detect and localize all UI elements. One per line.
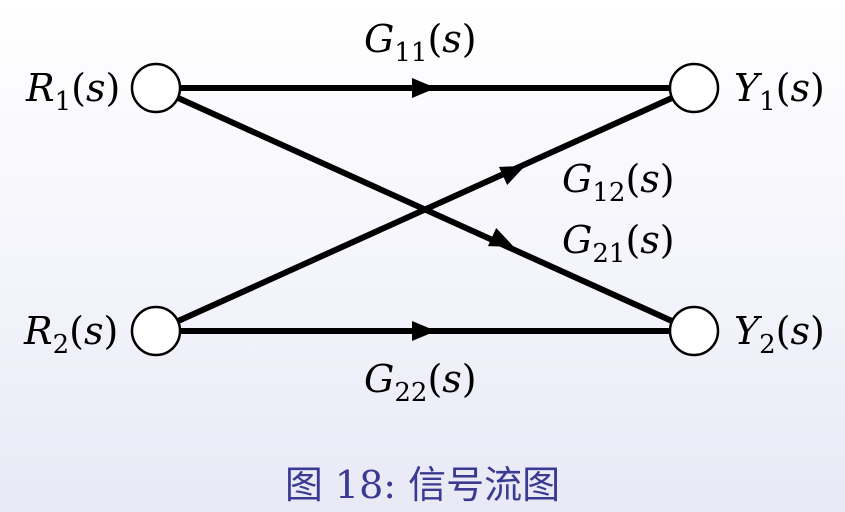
arrow-g22-icon <box>412 321 436 341</box>
label-g22: G22(s) <box>364 357 477 408</box>
caption-text: 信号流图 <box>408 463 561 507</box>
node-y1 <box>668 62 720 114</box>
label-g21: G21(s) <box>562 218 675 269</box>
node-r1 <box>130 62 182 114</box>
edge-g12 <box>154 85 696 334</box>
label-y2: Y2(s) <box>734 309 825 360</box>
figure-caption: 图 18: 信号流图 <box>0 454 845 509</box>
node-r2 <box>130 305 182 357</box>
caption-number: 18: <box>334 463 397 507</box>
arrow-g12-icon <box>498 166 525 186</box>
label-g11: G11(s) <box>364 17 477 68</box>
label-g12: G12(s) <box>562 157 675 208</box>
arrow-g21-icon <box>487 227 514 247</box>
label-r1: R1(s) <box>25 66 120 117</box>
label-y1: Y1(s) <box>734 66 825 117</box>
caption-prefix: 图 <box>284 463 323 507</box>
label-r2: R2(s) <box>23 309 118 360</box>
node-y2 <box>668 305 720 357</box>
arrow-g11-icon <box>412 78 436 98</box>
